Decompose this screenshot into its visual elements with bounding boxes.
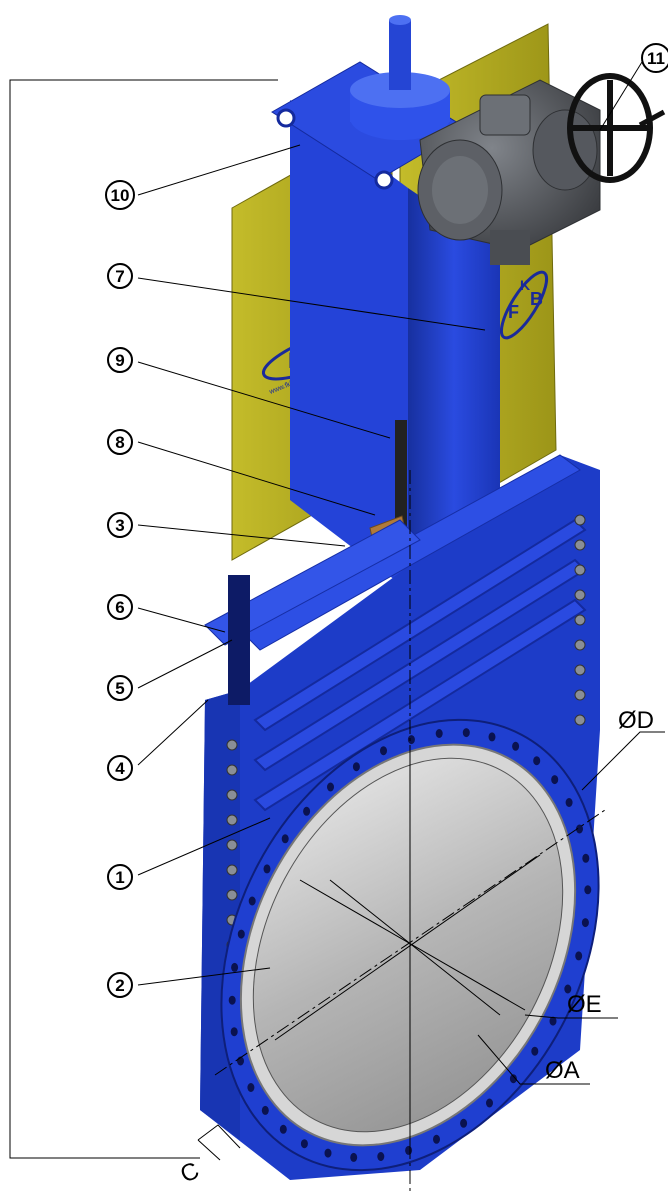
callout-8: 8 xyxy=(107,429,133,455)
callout-9: 9 xyxy=(107,347,133,373)
flange-bolt-hole xyxy=(435,729,443,738)
callout-5: 5 xyxy=(107,675,133,701)
dim-bolt-circle-label: ØE xyxy=(567,991,602,1018)
flange-bolt-hole xyxy=(247,1083,255,1092)
center-lines xyxy=(214,470,606,1193)
svg-text:2: 2 xyxy=(115,976,124,995)
callout-1: 1 xyxy=(107,864,133,890)
svg-text:7: 7 xyxy=(115,267,124,286)
flange-bolt-hole xyxy=(531,1046,539,1056)
flange-bolt-hole xyxy=(350,1152,358,1162)
dim-face-to-face-label: C xyxy=(176,1157,203,1189)
svg-text:F: F xyxy=(508,302,519,322)
flange-bolt-hole xyxy=(576,824,583,834)
flange-bolt-hole xyxy=(584,885,592,895)
flange-bolt-hole xyxy=(509,1074,517,1084)
svg-text:11: 11 xyxy=(647,49,665,68)
svg-text:1: 1 xyxy=(115,868,124,887)
flange-bolt-hole xyxy=(549,1016,557,1026)
flange-bolt-hole xyxy=(228,995,236,1005)
flange-bolt-hole xyxy=(377,1152,385,1161)
handwheel xyxy=(567,73,666,183)
flange-bolt-holes xyxy=(228,728,592,1162)
frame-lines xyxy=(9,79,278,1159)
callout-3: 3 xyxy=(107,512,133,538)
flange-bolt-hole xyxy=(231,962,239,972)
body-ribs xyxy=(253,518,587,812)
flange-bolt-hole xyxy=(564,984,572,994)
callout-2: 2 xyxy=(107,972,133,998)
svg-text:8: 8 xyxy=(115,433,124,452)
svg-text:3: 3 xyxy=(115,516,124,535)
flange-bolt-hole xyxy=(405,1145,413,1155)
svg-text:6: 6 xyxy=(115,598,124,617)
flange-bolt-hole xyxy=(248,896,256,906)
callout-leaders xyxy=(137,61,643,986)
svg-text:4: 4 xyxy=(115,759,125,778)
flange-bolt-hole xyxy=(486,1098,493,1108)
callout-11: 11 xyxy=(641,43,668,73)
svg-text:10: 10 xyxy=(111,186,130,205)
flange-bolt-hole xyxy=(551,775,559,785)
flange-bolt-hole xyxy=(261,1105,269,1115)
flange-bolt-hole xyxy=(565,798,573,807)
flange-bolt-hole xyxy=(433,1134,440,1144)
flange-bolt-hole xyxy=(582,853,590,863)
svg-text:B: B xyxy=(530,289,543,309)
flange-bolt-hole xyxy=(581,918,589,928)
svg-text:K: K xyxy=(520,277,530,293)
svg-text:5: 5 xyxy=(115,679,124,698)
right-flange-bolts xyxy=(574,514,586,726)
callout-7: 7 xyxy=(107,263,133,289)
dimension-leaders xyxy=(197,731,665,1161)
flange-bolt-hole xyxy=(327,782,334,792)
flange-bolt-hole xyxy=(533,756,541,766)
svg-text:9: 9 xyxy=(115,351,124,370)
flange-bolt-hole xyxy=(279,1124,287,1134)
flange-bolt-hole xyxy=(460,1118,468,1128)
flange-bolt-hole xyxy=(488,732,496,742)
flange-ring xyxy=(220,718,600,1172)
fkb-logo-right: F K B xyxy=(499,270,549,340)
dim-bore-label: ØA xyxy=(545,1057,580,1084)
flange-bolt-hole xyxy=(237,929,245,939)
flange-bolt-hole xyxy=(324,1148,332,1158)
flange-bolt-hole xyxy=(352,762,360,772)
callout-6: 6 xyxy=(107,594,133,620)
callout-10: 10 xyxy=(105,180,135,210)
flange-bolt-hole xyxy=(407,735,415,745)
flange-bolt-hole xyxy=(380,746,387,756)
flange-bolt-hole xyxy=(300,1139,308,1149)
flange-bolt-hole xyxy=(462,728,470,738)
flange-bolt-hole xyxy=(303,806,311,816)
dim-outer-diameter-label: ØD xyxy=(618,707,654,734)
callout-4: 4 xyxy=(107,755,133,781)
flange-bolt-hole xyxy=(512,741,520,751)
flange-bolt-hole xyxy=(263,864,271,874)
flange-bolt-hole xyxy=(230,1027,238,1037)
top-plate xyxy=(271,15,467,190)
flange-bolt-hole xyxy=(575,951,583,961)
flange-bolt-hole xyxy=(281,834,289,844)
